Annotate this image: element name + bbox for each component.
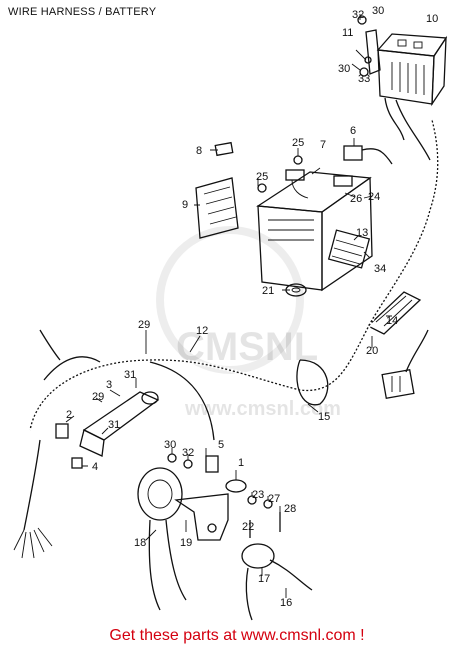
callout-25a: 25	[292, 137, 304, 149]
callout-26: 26	[350, 193, 362, 205]
part-16-lead	[269, 559, 313, 591]
part-9-battery-sheet	[195, 177, 239, 239]
callout-3: 3	[106, 379, 112, 391]
part-18-ignition-switch	[137, 467, 187, 611]
callout-14: 14	[386, 315, 398, 327]
part-19-bracket	[174, 493, 229, 541]
part-17-switch	[241, 543, 275, 621]
callout-7: 7	[320, 139, 326, 151]
leader-lines	[65, 14, 392, 598]
callout-18: 18	[134, 537, 146, 549]
callout-11: 11	[342, 27, 353, 39]
callout-32a: 32	[352, 9, 364, 21]
footer-link[interactable]: Get these parts at www.cmsnl.com !	[109, 627, 365, 644]
callout-1: 1	[238, 457, 244, 469]
callout-8: 8	[196, 145, 202, 157]
part-1-grommet	[225, 479, 247, 493]
callout-6: 6	[350, 125, 356, 137]
callout-30c: 30	[164, 439, 176, 451]
callout-28: 28	[284, 503, 296, 515]
callout-30b: 30	[338, 63, 350, 75]
part-2-spark-cap	[55, 423, 69, 439]
callout-labels: 32 30 10 11 30 33 8 25 7 6 25 9 26 24 13…	[66, 5, 438, 609]
part-10-fuse-box	[376, 33, 448, 161]
callout-32b: 32	[182, 447, 194, 459]
callout-31a: 31	[124, 369, 136, 381]
callout-5: 5	[218, 439, 224, 451]
callout-23: 23	[252, 489, 264, 501]
page-title: WIRE HARNESS / BATTERY	[8, 6, 157, 18]
callout-33: 33	[358, 73, 370, 85]
part-11-bracket	[357, 15, 381, 77]
callout-25b: 25	[256, 171, 268, 183]
part-7-battery	[256, 169, 373, 292]
callout-24: 24	[368, 191, 380, 203]
callout-2: 2	[66, 409, 72, 421]
callout-30a: 30	[372, 5, 384, 17]
callout-12: 12	[196, 325, 208, 337]
callout-34: 34	[374, 263, 386, 275]
callout-21: 21	[262, 285, 274, 297]
callout-22: 22	[242, 521, 254, 533]
watermark-url: www.cmsnl.com	[184, 398, 341, 420]
callout-13: 13	[356, 227, 368, 239]
part-3-ignition-coil	[79, 391, 160, 457]
part-12-wire-harness	[13, 119, 440, 559]
part-8-clip	[214, 141, 234, 157]
callout-29a: 29	[138, 319, 150, 331]
part-5-connector	[205, 455, 219, 473]
callout-16: 16	[280, 597, 292, 609]
callout-10: 10	[426, 13, 438, 25]
watermark-brand: CMSNL	[176, 325, 318, 369]
callout-4: 4	[92, 461, 98, 473]
callout-17: 17	[258, 573, 270, 585]
callout-15: 15	[318, 411, 330, 423]
part-4-clamp	[71, 457, 83, 469]
part-coupler	[381, 329, 429, 400]
callout-20: 20	[366, 345, 378, 357]
callout-9: 9	[182, 199, 188, 211]
part-20-connector-block	[366, 291, 422, 335]
part-32-washer	[183, 459, 193, 469]
part-6-fuse-holder	[343, 145, 393, 165]
part-30-bolt	[167, 453, 177, 463]
callout-31b: 31	[108, 419, 120, 431]
callout-27: 27	[268, 493, 280, 505]
callout-19: 19	[180, 537, 192, 549]
callout-29b: 29	[92, 391, 104, 403]
